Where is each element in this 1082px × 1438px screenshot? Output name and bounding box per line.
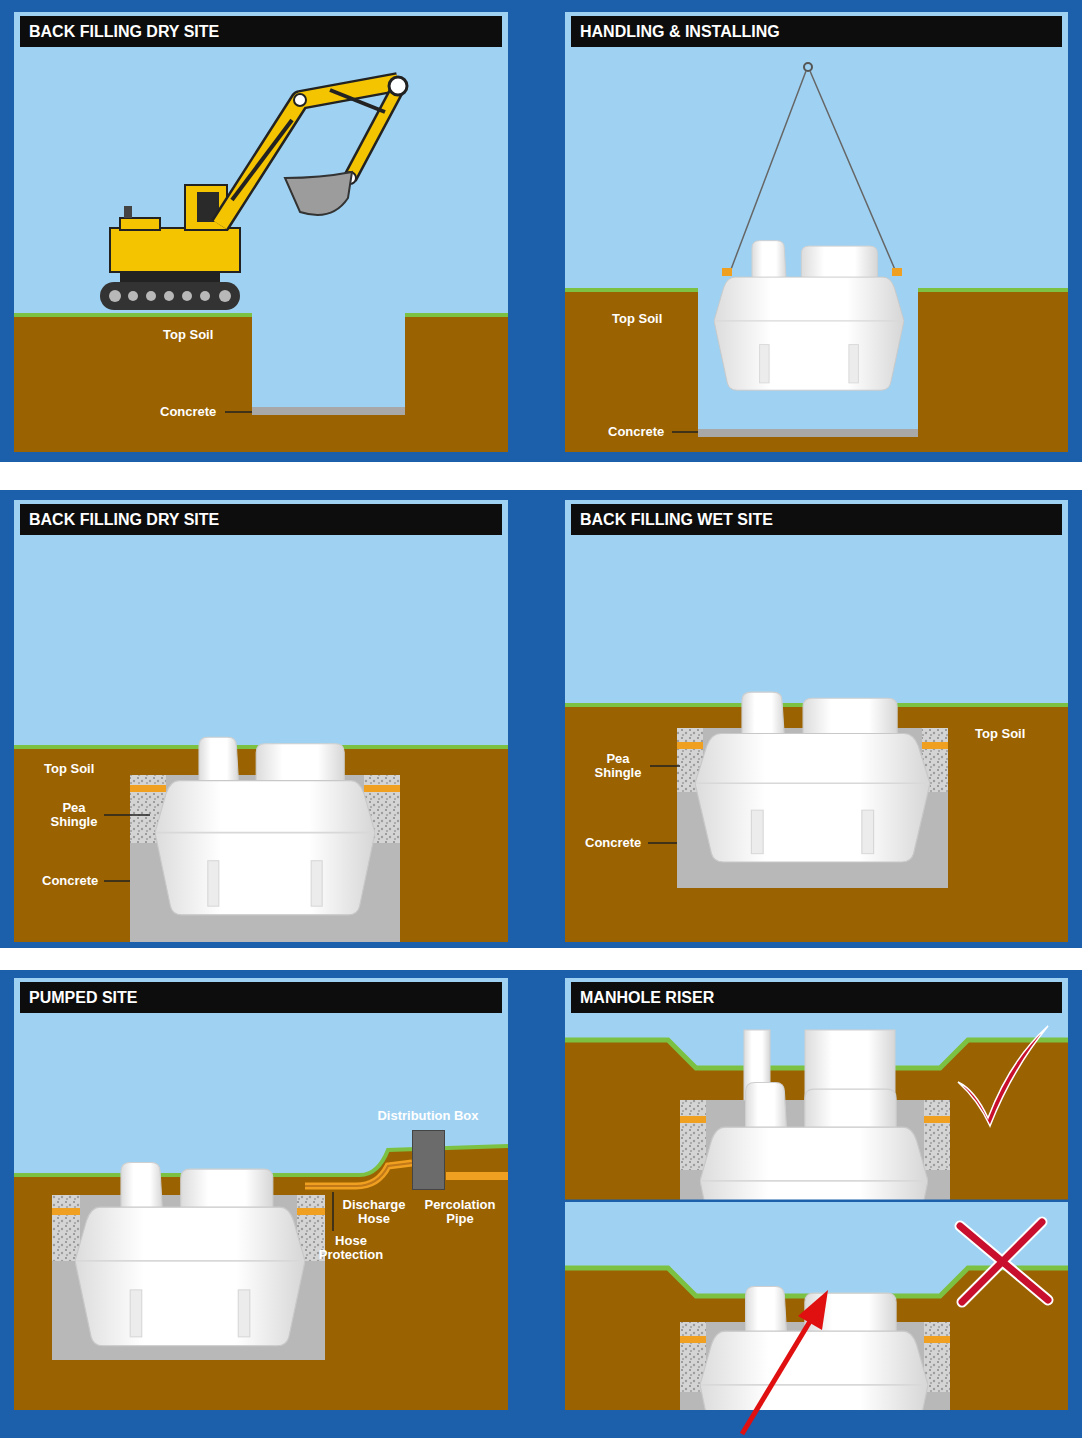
distribution-box-body [412, 1130, 445, 1190]
part-label: Hose Protection [318, 1234, 384, 1262]
pointer-arrow [742, 1290, 828, 1434]
part-label: Concrete [160, 405, 216, 419]
box-label: Distribution Box [365, 1108, 491, 1124]
part-label: Percolation Pipe [418, 1198, 502, 1226]
panel-title: BACK FILLING WET SITE [571, 504, 1062, 535]
part-label: Concrete [608, 425, 664, 439]
part-label: Concrete [585, 836, 641, 850]
distribution-box: Distribution Box [365, 1108, 491, 1192]
lifting-scene [565, 12, 1068, 452]
part-label: Top Soil [612, 312, 662, 326]
panel-title: PUMPED SITE [20, 982, 502, 1013]
step-panel: BACK FILLING WET SITE [565, 500, 1068, 942]
part-label: Top Soil [163, 328, 213, 342]
riser-correct-scene [565, 978, 1068, 1200]
part-label: Pea Shingle [46, 801, 102, 829]
part-label: Pea Shingle [590, 752, 646, 780]
panel-title: MANHOLE RISER [571, 982, 1062, 1013]
excavation-scene [14, 12, 508, 452]
part-label: Discharge Hose [342, 1198, 406, 1226]
step-panel: HANDLING & INSTALLING [565, 12, 1068, 452]
pumped-site-scene [14, 978, 508, 1410]
panel-title: BACK FILLING DRY SITE [20, 504, 502, 535]
part-label: Top Soil [44, 762, 94, 776]
panel-title: HANDLING & INSTALLING [571, 16, 1062, 47]
dry-backfill-scene [14, 500, 508, 942]
step-panel: MANHOLE RISER [565, 978, 1068, 1410]
riser-wrong-scene [565, 1202, 1068, 1410]
part-label: Concrete [42, 874, 98, 888]
part-label: Top Soil [975, 727, 1025, 741]
wet-backfill-scene [565, 500, 1068, 942]
step-panel: PUMPED SITE Distribution Box [14, 978, 508, 1410]
panel-title: BACK FILLING DRY SITE [20, 16, 502, 47]
step-panel: BACK FILLING DRY SITE [14, 12, 508, 452]
